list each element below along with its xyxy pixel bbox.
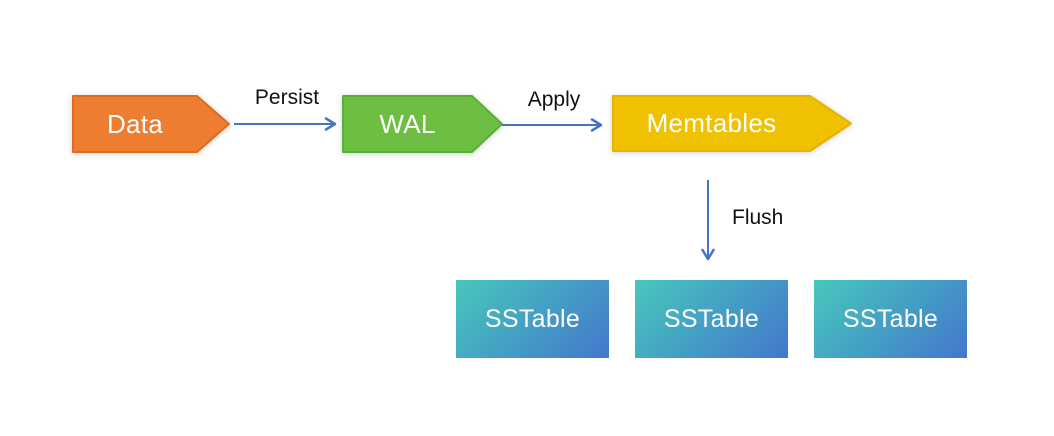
apply-edge-label: Apply xyxy=(527,88,581,111)
persist-arrow xyxy=(234,116,340,137)
node-sstable-1: SSTable xyxy=(456,280,609,358)
down-arrow-icon xyxy=(701,180,715,261)
node-sstable-3: SSTable xyxy=(814,280,967,358)
right-arrow-icon xyxy=(502,118,603,132)
persist-edge-label: Persist xyxy=(254,86,320,109)
node-sstable-2: SSTable xyxy=(635,280,788,358)
pentagon-arrow-shape xyxy=(612,95,852,152)
node-data: Data xyxy=(72,95,230,153)
pentagon-arrow-shape xyxy=(72,95,230,153)
node-memtables: Memtables xyxy=(612,95,852,152)
pentagon-arrow-shape xyxy=(342,95,503,153)
node-sstable-1-label: SSTable xyxy=(484,304,581,333)
flush-arrow xyxy=(700,180,716,269)
right-arrow-icon xyxy=(234,117,337,131)
node-sstable-2-label: SSTable xyxy=(663,304,760,333)
node-sstable-3-label: SSTable xyxy=(842,304,939,333)
apply-arrow xyxy=(502,117,606,138)
node-wal: WAL xyxy=(342,95,503,153)
flush-edge-label: Flush xyxy=(732,206,784,229)
